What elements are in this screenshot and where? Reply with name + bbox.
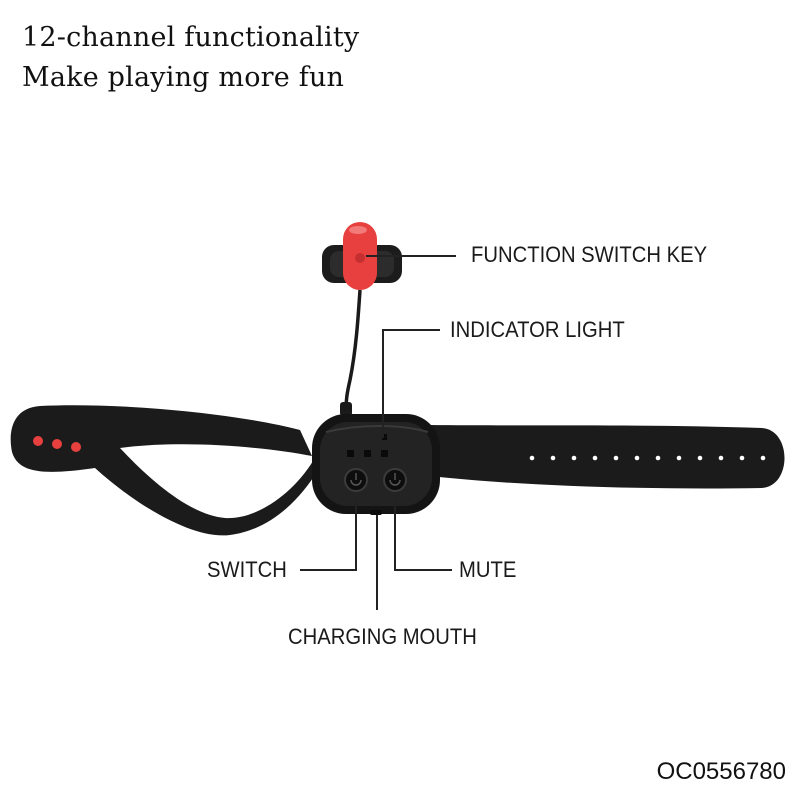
cable: [344, 289, 362, 411]
right-strap: [430, 425, 785, 489]
strap-studs: [33, 436, 81, 452]
strap-holes: [529, 455, 766, 461]
headline-line-1: 12-channel functionality: [22, 22, 360, 53]
main-unit: [312, 414, 440, 514]
function-switch-key-label: FUNCTION SWITCH KEY: [471, 242, 708, 267]
switch-button-icon: [344, 468, 368, 492]
charging-mouth-icon: [370, 510, 382, 515]
switch-label: SWITCH: [207, 557, 287, 582]
product-code: OC0556780: [656, 758, 786, 785]
left-strap-loop: [10, 405, 319, 536]
charging-mouth-label: CHARGING MOUTH: [288, 624, 477, 649]
function-switch-key-icon: [343, 222, 377, 290]
leader-lines: [300, 255, 456, 610]
mute-button-icon: [383, 468, 407, 492]
indicator-light-label: INDICATOR LIGHT: [450, 317, 625, 342]
mute-label: MUTE: [459, 557, 517, 582]
indicator-light-icon: [347, 434, 388, 457]
headline-line-2: Make playing more fun: [22, 62, 345, 93]
